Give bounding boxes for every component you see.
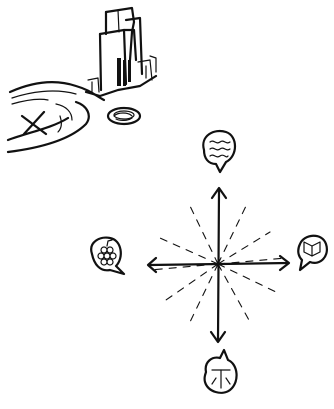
city-scene [8, 8, 156, 152]
open-book-speech-bubble-icon [298, 236, 327, 270]
wave-speech-bubble-icon [203, 131, 235, 172]
wifi-sign-speech-bubble-icon [205, 350, 237, 393]
pond-icon [108, 108, 140, 124]
compass-diagram [91, 131, 327, 393]
skyscraper-icon [86, 8, 156, 96]
horizontal-axis-arrow [150, 263, 288, 265]
compass-arrows [148, 188, 289, 342]
grapes-speech-bubble-icon [91, 238, 124, 274]
